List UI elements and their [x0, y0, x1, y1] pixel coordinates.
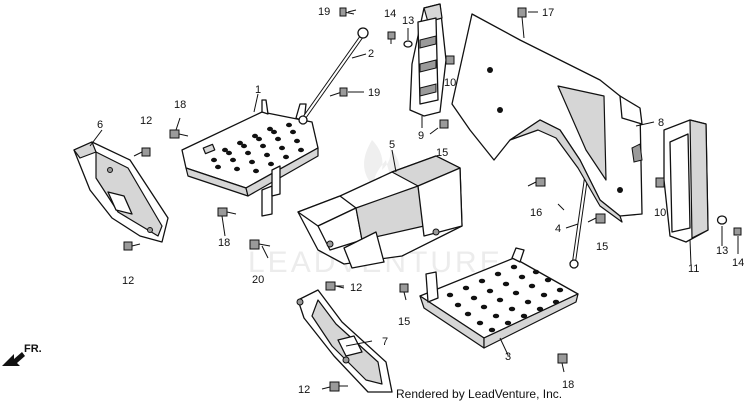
callout-9: 9 — [418, 130, 424, 142]
callout-8: 8 — [658, 117, 664, 129]
bolt-19-mid — [329, 87, 348, 97]
callouts: 1 2 3 4 5 6 7 8 9 10 10 11 12 12 12 12 1… — [97, 6, 744, 396]
credit-text: Rendered by LeadVenture, Inc. — [396, 387, 562, 401]
callout-18-top: 18 — [174, 99, 186, 111]
fasteners — [123, 7, 742, 392]
callout-19-mid: 19 — [368, 87, 380, 99]
bolt-14 — [387, 31, 396, 44]
part-9-side-panel — [409, 3, 447, 117]
callout-18-mid: 18 — [218, 237, 230, 249]
callout-18-low: 18 — [562, 379, 574, 391]
part-8-rear-fender — [451, 13, 643, 223]
bolt-15-top — [429, 119, 449, 135]
part-11-side-panel — [663, 119, 709, 243]
callout-2: 2 — [368, 48, 374, 60]
part-3-footrest-plate — [419, 247, 579, 349]
bolt-15-right — [587, 213, 606, 224]
callout-12-top: 12 — [140, 115, 152, 127]
callout-14-right: 14 — [732, 257, 744, 269]
callout-10-left: 10 — [444, 77, 456, 89]
callout-12-mid: 12 — [122, 275, 134, 287]
bolt-18-mid — [217, 207, 237, 217]
arrow-icon — [2, 352, 25, 366]
bolt-14-right — [733, 227, 742, 236]
callout-6: 6 — [97, 119, 103, 131]
callout-15-low: 15 — [398, 316, 410, 328]
bolt-20 — [249, 239, 271, 250]
bolt-17 — [517, 7, 527, 39]
callout-13-top: 13 — [402, 15, 414, 27]
nut-10-right — [655, 177, 665, 188]
callout-15-right: 15 — [596, 241, 608, 253]
washer-13 — [403, 40, 413, 48]
callout-15-top: 15 — [436, 147, 448, 159]
bolt-16 — [527, 177, 546, 187]
part-6-side-guard — [73, 141, 169, 243]
part-7-front-guard — [296, 289, 393, 393]
washer-13-right — [716, 215, 728, 225]
part-5-center-box — [297, 155, 463, 269]
bolt-19-top — [339, 7, 355, 17]
callout-16: 16 — [530, 207, 542, 219]
callout-7: 7 — [382, 336, 388, 348]
callout-13-right: 13 — [716, 245, 728, 257]
callout-5: 5 — [389, 139, 395, 151]
bolt-12-top — [133, 147, 151, 157]
bolt-15-low — [399, 283, 409, 301]
front-direction-indicator: FR. — [2, 343, 42, 366]
bolt-12-mid — [123, 241, 141, 251]
bolt-18-low — [557, 353, 568, 373]
callout-17: 17 — [542, 7, 554, 19]
bolt-12-low — [325, 281, 344, 291]
callout-4: 4 — [555, 223, 561, 235]
bolt-18-top — [169, 129, 189, 139]
callout-1: 1 — [255, 84, 261, 96]
callout-3: 3 — [505, 351, 511, 363]
callout-12-low: 12 — [350, 282, 362, 294]
direction-label: FR. — [24, 343, 42, 355]
callout-20: 20 — [252, 274, 264, 286]
callout-11: 11 — [688, 263, 699, 275]
bolt-12-bottom — [329, 381, 348, 392]
callout-14-top: 14 — [384, 8, 396, 20]
part-1-footrest-plate — [181, 99, 319, 217]
callout-12-bottom: 12 — [298, 384, 310, 396]
part-2-rod — [298, 27, 369, 125]
callout-19-top: 19 — [318, 6, 330, 18]
nut-10-left — [445, 55, 455, 65]
callout-10-right: 10 — [654, 207, 666, 219]
leader-lines — [89, 9, 739, 390]
